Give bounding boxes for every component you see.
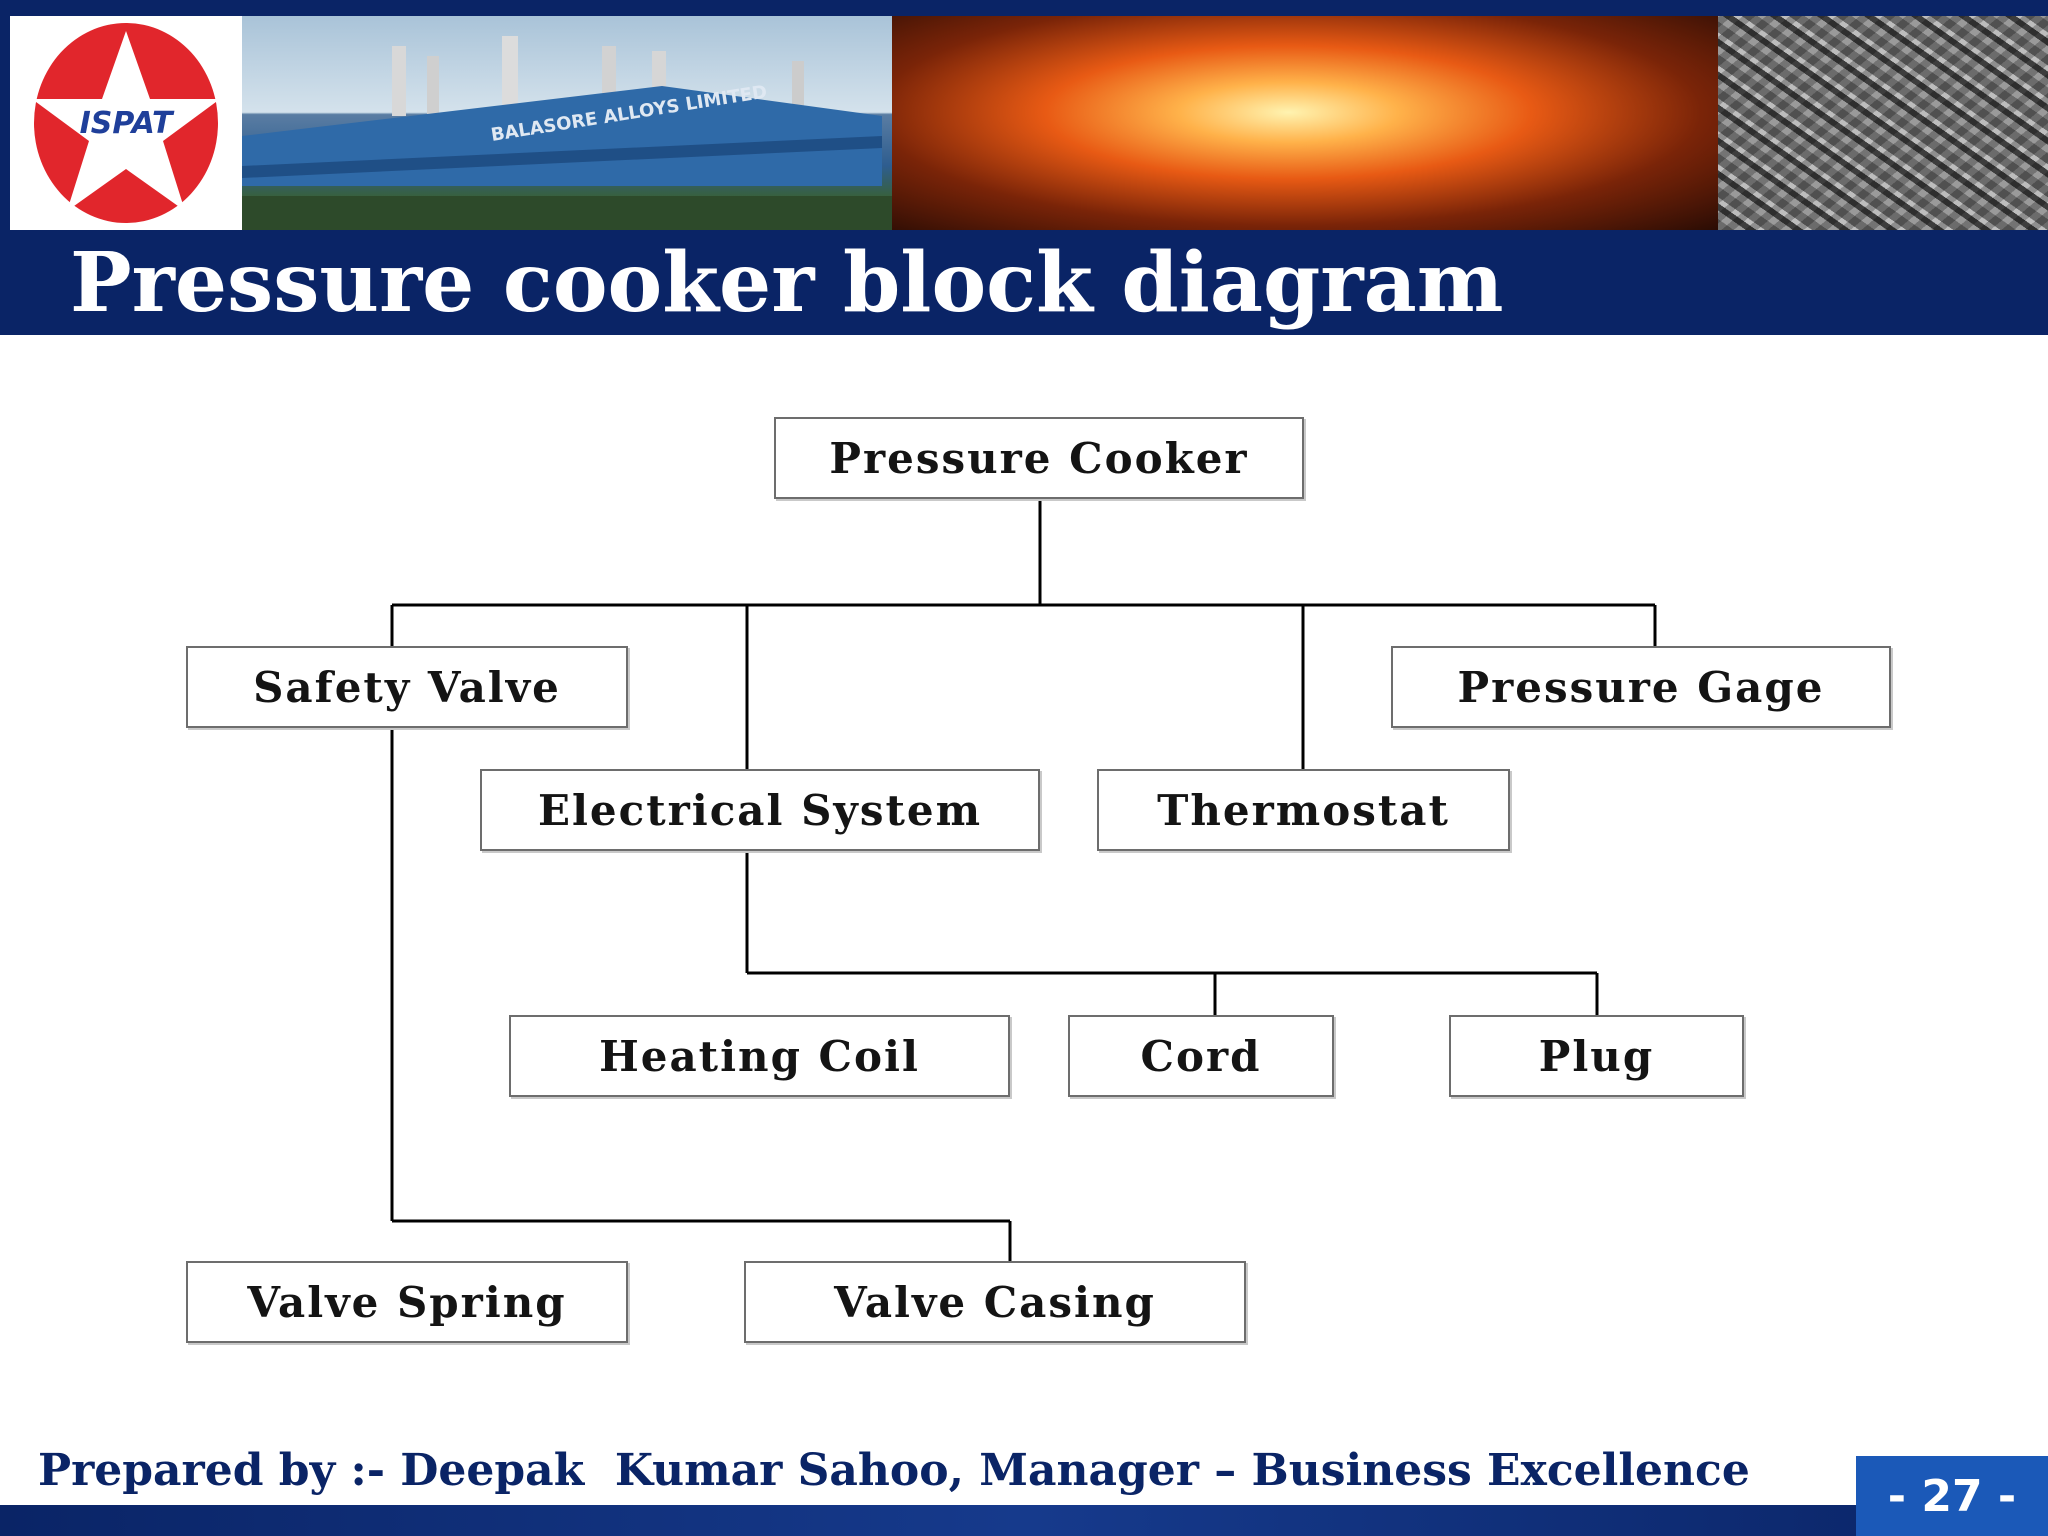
node-label: Safety Valve [253,662,561,712]
page-number: - 27 - [1856,1456,2048,1536]
header-banner: ISPAT BALASORE ALLOYS LIMITED Pressure c… [0,0,2048,335]
logo-text: ISPAT [80,106,175,141]
node-label: Heating Coil [599,1031,920,1081]
node-label: Pressure Cooker [829,433,1249,483]
molten-metal-photo [892,16,1718,230]
node-label: Pressure Gage [1457,662,1825,712]
ispat-logo-icon: ISPAT [32,23,220,223]
node-cord: Cord [1068,1015,1334,1097]
node-heating-coil: Heating Coil [509,1015,1010,1097]
node-valve-spring: Valve Spring [186,1261,628,1343]
slide-title: Pressure cooker block diagram [70,235,1504,331]
banner-images: ISPAT BALASORE ALLOYS LIMITED [10,16,2048,230]
node-label: Thermostat [1157,785,1450,835]
node-label: Valve Casing [834,1277,1156,1327]
node-pressure-cooker: Pressure Cooker [774,417,1304,499]
plant-photo: BALASORE ALLOYS LIMITED [242,16,892,230]
node-valve-casing: Valve Casing [744,1261,1246,1343]
node-label: Valve Spring [247,1277,567,1327]
footer-bar [0,1505,2048,1536]
node-safety-valve: Safety Valve [186,646,628,728]
prepared-by-text: Prepared by :- Deepak Kumar Sahoo, Manag… [38,1445,1750,1496]
node-electrical-system: Electrical System [480,769,1040,851]
company-logo: ISPAT [10,16,242,230]
node-label: Plug [1538,1031,1655,1081]
node-label: Electrical System [537,785,983,835]
node-thermostat: Thermostat [1097,769,1510,851]
ore-stones-photo [1718,16,2048,230]
node-plug: Plug [1449,1015,1744,1097]
node-label: Cord [1140,1031,1262,1081]
node-pressure-gage: Pressure Gage [1391,646,1891,728]
